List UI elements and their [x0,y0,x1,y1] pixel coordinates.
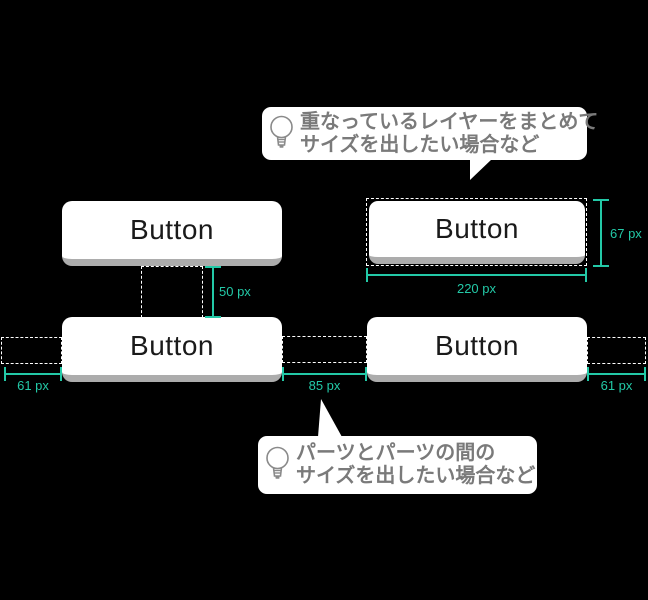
tooltip-overlap-layers: 重なっているレイヤーをまとめて サイズを出したい場合など [262,107,598,160]
measure-line-horizontal-gap [282,367,367,381]
lightbulb-icon [270,115,293,148]
measure-line-vertical-gap [205,266,221,318]
tooltip-line: 重なっているレイヤーをまとめて [300,110,599,133]
gap-box-horizontal [282,336,367,363]
measure-line-selection-height [593,199,609,267]
button-label: Button [130,330,214,361]
gap-box-right-margin [587,337,646,364]
tooltip-text: 重なっているレイヤーをまとめて サイズを出したい場合など [300,111,598,157]
measure-label-selection-width: 220 px [456,281,497,296]
button-bottom-left[interactable]: Button [62,317,282,382]
button-top-right[interactable]: Button [369,201,585,264]
button-top-left[interactable]: Button [62,201,282,266]
lightbulb-icon [266,446,289,479]
measure-line-left-margin [4,367,62,381]
measure-label-selection-height: 67 px [610,226,642,241]
measure-line-right-margin [587,367,646,381]
measure-label-left-margin: 61 px [17,378,49,393]
measure-label-vertical-gap: 50 px [219,284,251,299]
tooltip-line: サイズを出したい場合など [300,133,540,156]
tooltip-text: パーツとパーツの間の サイズを出したい場合など [296,442,535,488]
measure-label-horizontal-gap: 85 px [308,378,341,393]
tooltip-tail-down [470,159,492,180]
tooltip-gap-between-parts: パーツとパーツの間の サイズを出したい場合など [258,436,537,494]
button-bottom-right[interactable]: Button [367,317,587,382]
measure-line-selection-width [366,268,587,282]
button-label: Button [435,213,519,244]
button-label: Button [130,214,214,245]
measure-label-right-margin: 61 px [600,378,633,393]
gap-box-left-margin [1,337,62,364]
tooltip-line: パーツとパーツの間の [296,442,496,464]
button-label: Button [435,330,519,361]
selection-box-top-right [366,198,587,266]
tooltip-line: サイズを出したい場合など [296,465,536,487]
tooltip-tail-up [318,399,342,437]
gap-box-vertical [141,266,203,318]
